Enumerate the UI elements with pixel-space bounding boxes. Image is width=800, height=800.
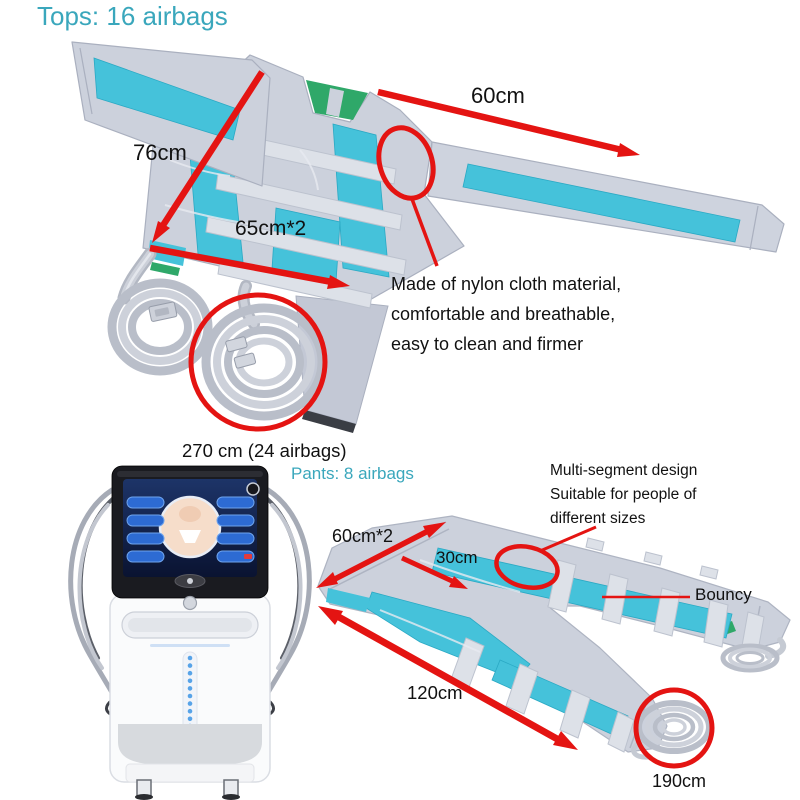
pants-annotations <box>316 522 715 769</box>
screen-buttons <box>126 496 255 563</box>
sleeve-length-label: 60cm <box>471 83 525 108</box>
pants-length-label: 120cm <box>407 682 463 703</box>
arrow-sleeve-length <box>377 88 623 154</box>
multi-segment-note: Multi-segment design Suitable for people… <box>550 459 697 531</box>
highlight-circle-hose <box>188 292 328 432</box>
power-button <box>182 595 198 611</box>
multi-segment-note-line: different sizes <box>550 510 646 527</box>
pants-hose-length-label: 190cm <box>652 771 707 791</box>
jacket-annotations <box>149 70 640 432</box>
highlight-circle-armpit <box>376 125 436 201</box>
highlight-circle-pants-hose <box>633 687 715 769</box>
material-note-line: easy to clean and firmer <box>391 334 584 354</box>
air-hose-coil-center <box>201 303 327 421</box>
arrow-pants-length <box>335 612 561 744</box>
jacket-straps <box>205 131 407 309</box>
arrow-body-length <box>157 70 265 232</box>
jacket-hose-length-label: 270 cm (24 airbags) <box>182 440 347 461</box>
body-width-label: 65cm*2 <box>235 217 307 240</box>
pants-straps <box>449 559 765 753</box>
pants-hose-coil-small <box>720 637 787 673</box>
material-note: Made of nylon cloth material, comfortabl… <box>391 269 621 359</box>
leader-line-multi-segment <box>539 525 597 553</box>
pants-hose-coil-large <box>631 700 712 760</box>
pants-width-label: 60cm*2 <box>332 526 394 546</box>
pants-heading: Pants: 8 airbags <box>291 464 414 483</box>
tops-heading: Tops: 16 airbags <box>37 1 228 31</box>
left-sleeve-airbag <box>93 57 241 141</box>
multi-segment-note-line: Suitable for people of <box>550 486 697 503</box>
arrow-segment-width <box>400 555 454 584</box>
segment-width-label: 30cm <box>436 548 478 567</box>
screen-logo-icon <box>246 482 260 496</box>
airbag-panel <box>326 588 370 612</box>
arrow-pants-width <box>331 527 432 583</box>
machine-casters <box>135 779 240 800</box>
material-note-line: comfortable and breathable, <box>391 304 616 324</box>
screen-body-image <box>158 495 222 559</box>
machine-illustration <box>68 465 312 800</box>
body-length-label: 76cm <box>133 140 187 165</box>
multi-segment-note-line: Multi-segment design <box>550 462 698 479</box>
jacket-illustration <box>71 41 785 433</box>
material-note-line: Made of nylon cloth material, <box>391 274 622 294</box>
arrow-body-width <box>149 244 333 286</box>
right-sleeve-airbag <box>462 163 741 243</box>
leader-line-material <box>410 198 439 267</box>
bouncy-label: Bouncy <box>695 585 752 604</box>
highlight-ellipse-segment <box>494 544 560 590</box>
